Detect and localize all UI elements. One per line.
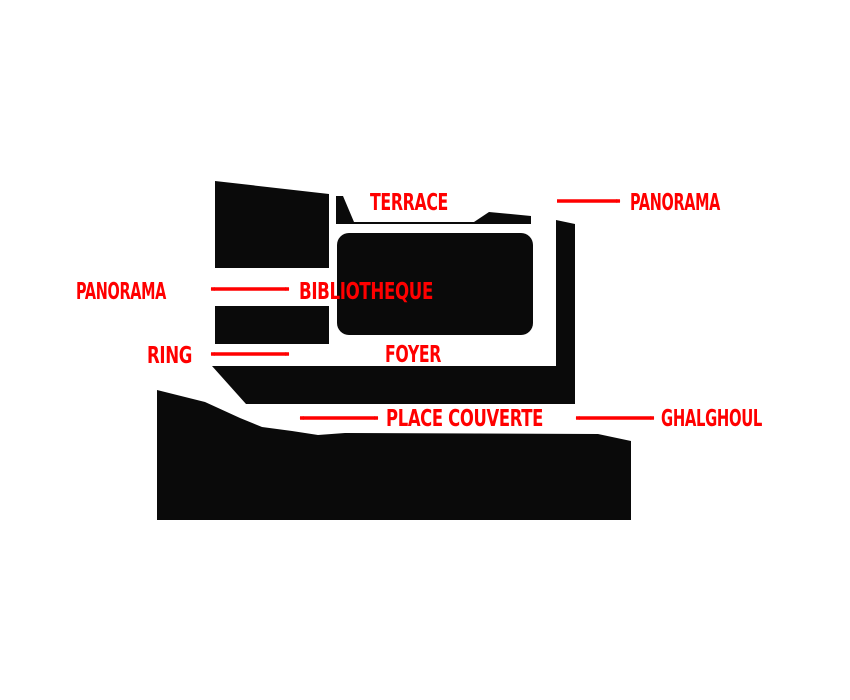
label-ghalghoul: GHALGHOUL <box>661 406 763 432</box>
label-foyer: FOYER <box>385 342 442 368</box>
podium-slab <box>212 366 575 404</box>
auditorium-volume <box>337 233 533 335</box>
left-tower-upper <box>215 181 329 268</box>
roof-block <box>336 196 531 224</box>
label-panorama-top: PANORAMA <box>630 190 720 216</box>
label-ring: RING <box>147 343 192 369</box>
labels: TERRACE PANORAMA PANORAMA BIBLIOTHEQUE R… <box>76 190 763 432</box>
ground-mass <box>157 390 631 520</box>
arrows <box>210 199 655 420</box>
label-bibliotheque: BIBLIOTHEQUE <box>299 279 433 305</box>
building-masses <box>157 181 631 520</box>
left-tower-lower <box>215 306 329 344</box>
label-terrace: TERRACE <box>370 190 448 216</box>
label-panorama-left: PANORAMA <box>76 279 166 305</box>
label-place-couverte: PLACE COUVERTE <box>386 406 543 432</box>
right-wall <box>556 220 575 404</box>
